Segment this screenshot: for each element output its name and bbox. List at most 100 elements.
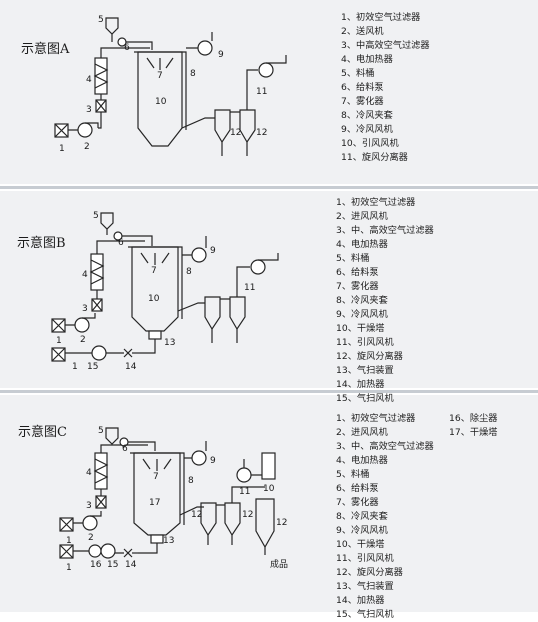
label: 15: [107, 560, 118, 570]
label: 10: [148, 294, 160, 304]
label: 12: [230, 128, 241, 138]
label: 3: [86, 105, 92, 115]
diagram-a-title: 示意图A: [21, 42, 70, 57]
legend-item: 7、雾化器: [336, 281, 379, 292]
legend-item: 4、电加热器: [341, 54, 393, 65]
label: 10: [263, 484, 275, 494]
drying-tower-icon: [261, 452, 276, 480]
label: 14: [125, 560, 137, 570]
label: 1: [56, 336, 62, 346]
legend-item: 1、初效空气过滤器: [341, 12, 421, 23]
legend-item: 9、冷风风机: [336, 525, 388, 536]
label: 成品: [270, 558, 288, 570]
cyclone-separator-icon: [239, 109, 256, 144]
label: 17: [149, 498, 160, 508]
legend-item: 14、加热器: [336, 379, 385, 390]
label: 6: [124, 43, 130, 53]
label: 9: [210, 246, 216, 256]
electric-heater-icon: [94, 452, 108, 490]
electric-heater-icon: [90, 253, 104, 291]
diagram-c-legend: 1、初效空气过滤器 2、进风风机 3、中、高效空气过滤器 4、电加热器 5、料桶…: [336, 412, 434, 622]
heater-valve-icon: [123, 348, 133, 358]
label: 1: [59, 144, 65, 154]
cooling-fan-icon: [197, 40, 213, 56]
inlet-fan-icon: [82, 515, 98, 531]
label: 11: [244, 283, 255, 293]
legend-item: 10、引风风机: [341, 138, 399, 149]
label: 4: [86, 468, 92, 478]
cyclone-separator-icon: [214, 109, 231, 144]
legend-item: 1、初效空气过滤器: [336, 413, 416, 424]
sweep-fan-icon: [100, 543, 116, 559]
legend-item: 11、引风风机: [336, 337, 394, 348]
label: 13: [163, 536, 174, 546]
label: 10: [155, 97, 167, 107]
cyclone-separator-icon: [229, 296, 246, 331]
legend-item: 2、进风风机: [336, 211, 388, 222]
label: 8: [190, 69, 196, 79]
legend-item: 3、中、高效空气过滤器: [336, 225, 434, 236]
cooling-fan-icon: [191, 450, 207, 466]
label: 13: [164, 338, 175, 348]
legend-item: 16、除尘器: [449, 413, 498, 424]
legend-item: 4、电加热器: [336, 239, 388, 250]
dust-collector-icon: [88, 544, 102, 558]
legend-item: 17、干燥塔: [449, 427, 498, 438]
material-tank-icon: [105, 427, 119, 445]
material-tank-icon: [105, 17, 119, 35]
legend-item: 1、初效空气过滤器: [336, 197, 416, 208]
cyclone-separator-icon: [204, 296, 221, 331]
legend-item: 5、料桶: [336, 253, 370, 264]
legend-item: 4、电加热器: [336, 455, 388, 466]
label: 1: [66, 536, 72, 546]
label: 8: [188, 476, 194, 486]
label: 6: [118, 238, 124, 248]
panel-b-background: [0, 191, 538, 388]
material-tank-icon: [100, 212, 114, 230]
legend-item: 2、送风机: [341, 26, 384, 37]
legend-item: 7、雾化器: [341, 96, 384, 107]
cyclone-separator-icon: [255, 498, 275, 549]
legend-item: 15、气扫风机: [336, 393, 394, 404]
legend-item: 5、料桶: [341, 68, 375, 79]
legend-item: 8、冷风夹套: [341, 110, 393, 121]
diagram-a-schematic: 1 2 3 4 5 6 7 8 9 10 11 12 12: [54, 15, 287, 156]
diagram-a-legend: 1、初效空气过滤器 2、送风机 3、中高效空气过滤器 4、电加热器 5、料桶 6…: [341, 11, 430, 165]
label: 12: [256, 128, 267, 138]
panel-divider: [0, 390, 538, 393]
legend-item: 9、冷风风机: [336, 309, 388, 320]
legend-item: 5、料桶: [336, 469, 370, 480]
label: 8: [186, 267, 192, 277]
label: 9: [218, 50, 224, 60]
diagram-b-legend: 1、初效空气过滤器 2、进风风机 3、中、高效空气过滤器 4、电加热器 5、料桶…: [336, 196, 434, 406]
label: 3: [86, 501, 92, 511]
legend-item: 7、雾化器: [336, 497, 379, 508]
label: 7: [153, 472, 159, 482]
label: 2: [84, 142, 90, 152]
legend-item: 9、冷风风机: [341, 124, 393, 135]
legend-item: 6、给料泵: [341, 82, 384, 93]
supply-fan-icon: [77, 122, 93, 138]
sweep-fan-icon: [91, 345, 107, 361]
air-sweep-device-icon: [148, 330, 162, 340]
legend-item: 2、进风风机: [336, 427, 388, 438]
label: 6: [122, 444, 128, 454]
label: 1: [66, 563, 72, 573]
cyclone-separator-icon: [224, 502, 241, 537]
label: 5: [98, 426, 104, 436]
heater-valve-icon: [123, 548, 133, 558]
label: 14: [125, 362, 137, 372]
label: 2: [88, 533, 94, 543]
label: 4: [82, 270, 88, 280]
panel-divider: [0, 186, 538, 189]
panel-a-background: [0, 0, 538, 184]
legend-item: 6、给料泵: [336, 267, 379, 278]
legend-item: 11、引风风机: [336, 553, 394, 564]
label: 12: [242, 510, 253, 520]
legend-item: 6、给料泵: [336, 483, 379, 494]
diagram-c-schematic: 1 1 2 3 4 5 6 7 8 9 10 11 12 12 12 13 14…: [59, 426, 288, 573]
legend-item: 8、冷风夹套: [336, 295, 388, 306]
legend-item: 12、旋风分离器: [336, 351, 403, 362]
label: 7: [151, 266, 157, 276]
